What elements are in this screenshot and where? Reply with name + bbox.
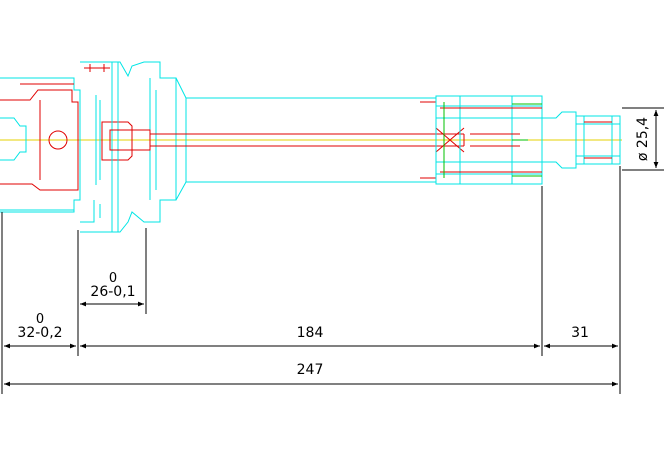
dim-31-label: 31 [571, 325, 589, 341]
hsk-shank [0, 77, 101, 213]
dim-26-tolerance: 0 [109, 271, 117, 286]
chuck-section [440, 107, 542, 173]
hsk-section [0, 83, 133, 191]
extension-lines [1, 107, 664, 394]
dim-diameter-label: ø 25,4 [635, 117, 651, 161]
extension-body [175, 77, 437, 201]
flange-section [84, 64, 151, 151]
dimension-lines [4, 110, 659, 387]
dim-32-tolerance: 0 [36, 312, 44, 327]
dim-32-label: 32-0,2 [17, 325, 62, 341]
collet-section [584, 121, 612, 159]
flange-v-groove [80, 61, 177, 233]
dim-184-label: 184 [297, 325, 324, 341]
collet-nut [542, 111, 621, 169]
dim-26-label: 26-0,1 [90, 284, 135, 300]
chuck-green-features [443, 102, 542, 178]
dim-247-label: 247 [297, 362, 324, 378]
